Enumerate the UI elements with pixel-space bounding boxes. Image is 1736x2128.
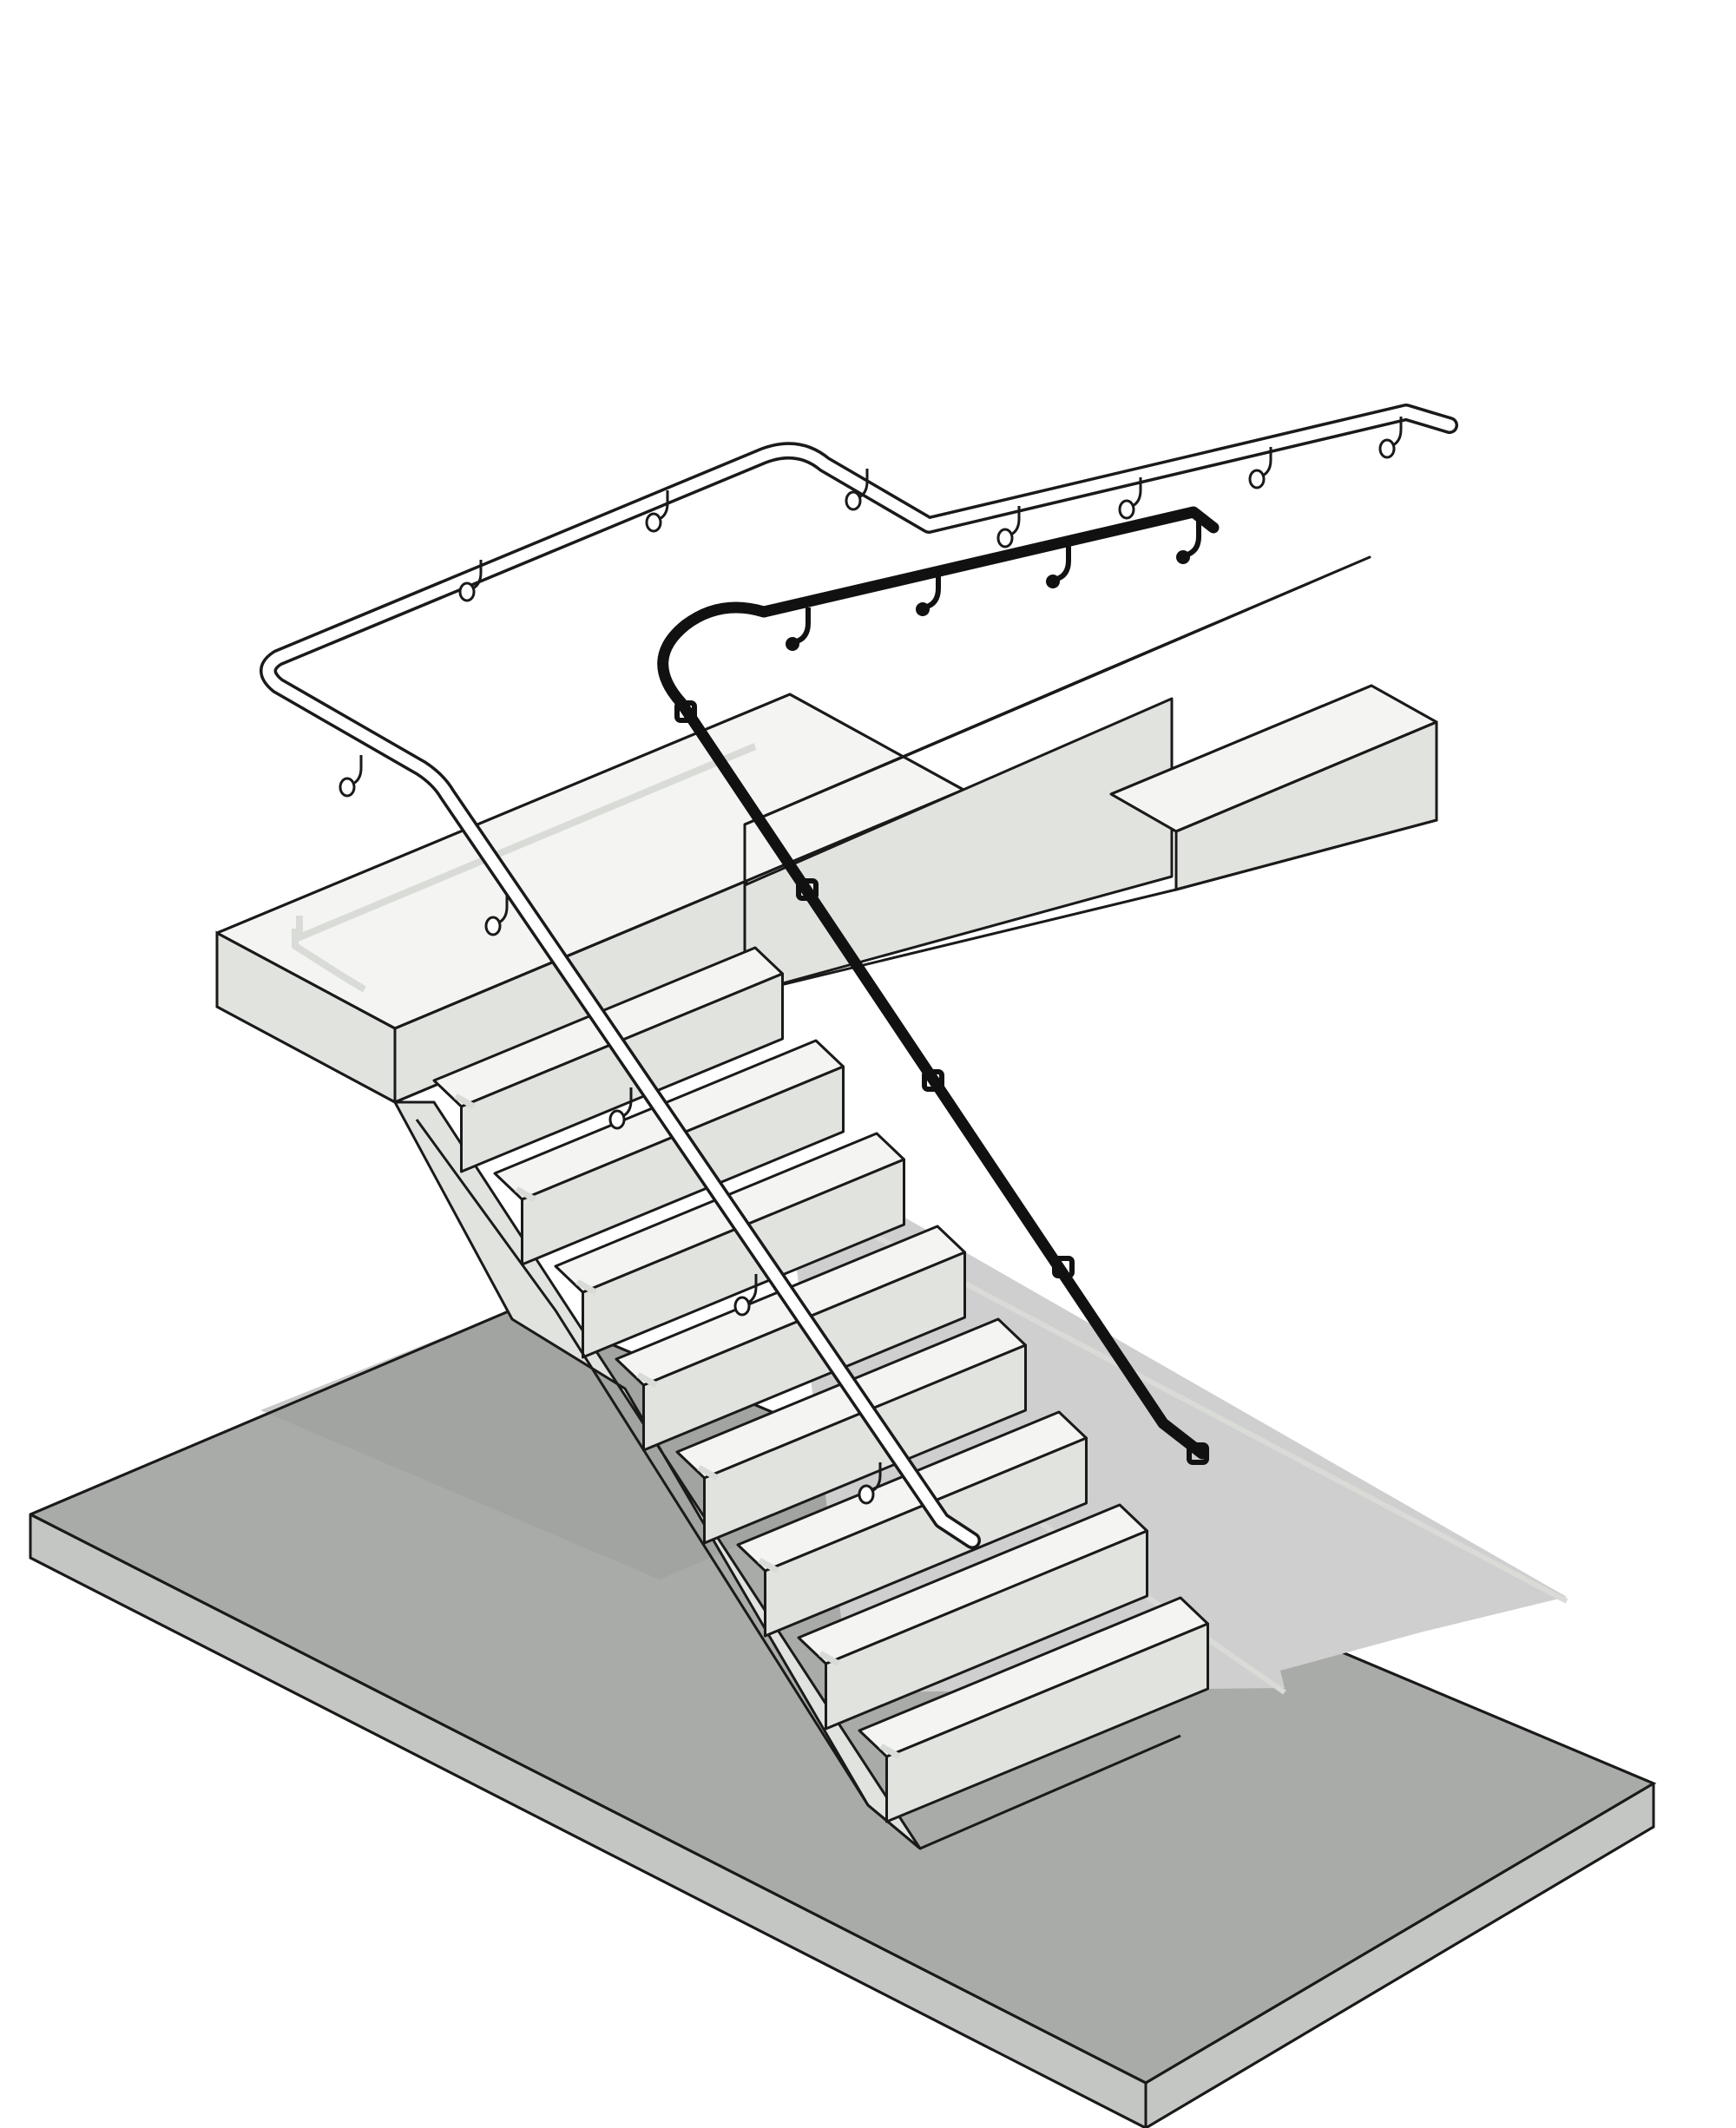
highlighted-rail-clamp (1187, 1442, 1209, 1465)
outline-handrail (260, 404, 1458, 1549)
highlighted-rail-clamp (922, 1069, 944, 1092)
highlighted-bracket-arm (793, 608, 811, 645)
lower-step-riser (764, 1436, 1088, 1638)
landing-outline (215, 693, 967, 1104)
upper-flight-steps (743, 555, 1371, 885)
outline-bracket-plate (645, 512, 662, 533)
outline-bracket-plate (733, 1296, 751, 1317)
lower-flight-bottom-edge (919, 1734, 1181, 1850)
outline-bracket-plate (1248, 469, 1266, 489)
floor-outline-lower (29, 1514, 1655, 2128)
outline-bracket-plate (996, 528, 1014, 548)
lower-step-riser (460, 972, 784, 1173)
lower-step-rail-trace (697, 1464, 719, 1481)
lower-step-riser (825, 1529, 1148, 1731)
landing-ghost-rail-back (296, 743, 757, 943)
highlighted-handrail-brackets (786, 521, 1201, 651)
highlighted-rail-clamp (1052, 1256, 1075, 1278)
lower-step-rail-trace (879, 1743, 901, 1760)
lower-step-riser (642, 1251, 966, 1452)
lower-step-rail-trace (454, 1093, 476, 1110)
landing (215, 693, 967, 1104)
highlighted-rail-clamp (674, 700, 697, 723)
outline-bracket-plate (845, 490, 862, 511)
lower-step-rail-trace (575, 1278, 597, 1296)
highlighted-handrail-tube (657, 506, 1220, 1460)
lower-step-riser (521, 1065, 845, 1266)
highlighted-handrail-clamps (674, 700, 1209, 1465)
lower-step-riser (582, 1158, 905, 1359)
outline-bracket-plate (608, 1109, 626, 1130)
highlighted-bracket-arm (1054, 545, 1071, 582)
outline-bracket-plate (858, 1484, 875, 1505)
lower-step-rail-trace (819, 1650, 840, 1667)
highlighted-rail-clamp (796, 878, 819, 901)
lower-flight (393, 946, 1209, 1850)
outline-bracket-plate (458, 581, 476, 602)
lower-step-rail-trace (515, 1186, 536, 1203)
highlighted-bracket-plate (1046, 575, 1060, 588)
outline-bracket-plate (484, 916, 502, 936)
shadow-rail-trace (866, 1230, 1568, 1604)
lower-step-rail-trace (758, 1557, 779, 1574)
lower-step-riser (885, 1622, 1209, 1823)
highlighted-bracket-plate (786, 637, 799, 651)
landing-ghost-rail (292, 929, 367, 993)
highlighted-bracket-plate (1176, 550, 1190, 564)
upper-flight-top-edge (1110, 792, 1177, 833)
outline-bracket-plate (339, 777, 356, 798)
outline-handrail-tube (262, 406, 1456, 1547)
highlighted-handrail (657, 506, 1220, 1465)
lower-step-riser (703, 1343, 1027, 1545)
outline-handrail-brackets (339, 417, 1403, 1505)
lower-flight-stringer-outline (415, 1119, 921, 1850)
outline-bracket-plate (1378, 438, 1396, 459)
upper-flight (743, 555, 1438, 995)
lower-flight-steps (432, 946, 1209, 1850)
outline-bracket-plate (1118, 499, 1135, 520)
highlighted-bracket-arm (1184, 521, 1201, 558)
highlighted-bracket-plate (916, 602, 930, 616)
lower-step-rail-trace (636, 1371, 658, 1389)
